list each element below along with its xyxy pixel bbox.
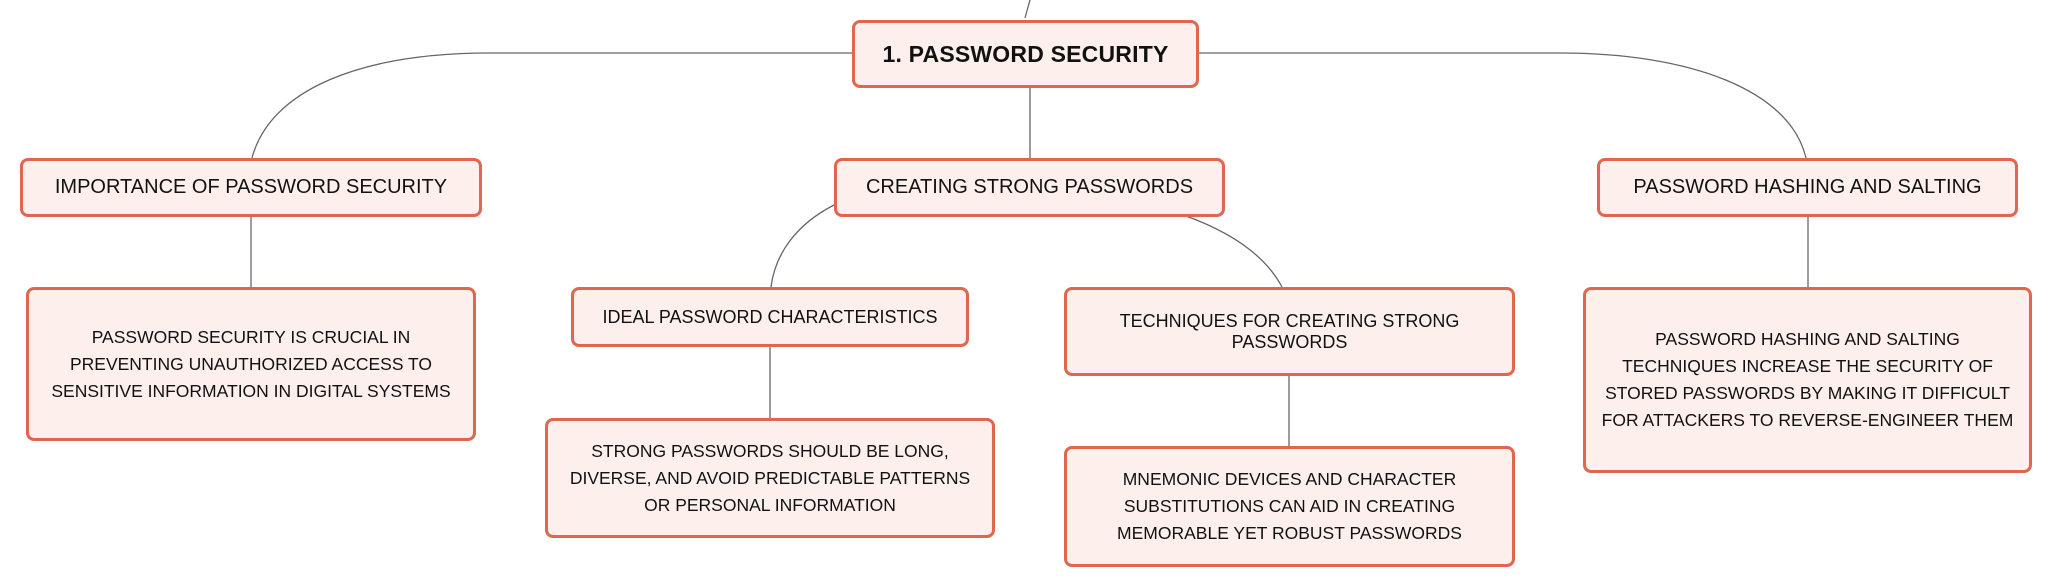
branch-creating-node[interactable]: CREATING STRONG PASSWORDS <box>834 158 1225 217</box>
techniques-detail-node[interactable]: MNEMONIC DEVICES AND CHARACTER SUBSTITUT… <box>1064 446 1515 567</box>
branch-importance-label: IMPORTANCE OF PASSWORD SECURITY <box>54 176 448 198</box>
root-node[interactable]: 1. PASSWORD SECURITY <box>852 20 1199 88</box>
ideal-characteristics-label: IDEAL PASSWORD CHARACTERISTICS <box>602 306 938 327</box>
branch-hashing-label: PASSWORD HASHING AND SALTING <box>1633 176 1982 198</box>
connector-creating-to-techniques <box>1185 215 1283 288</box>
branch-importance-node[interactable]: IMPORTANCE OF PASSWORD SECURITY <box>20 158 482 217</box>
ideal-characteristics-detail-text: STRONG PASSWORDS SHOULD BE LONG, DIVERSE… <box>569 440 971 515</box>
ideal-characteristics-node[interactable]: IDEAL PASSWORD CHARACTERISTICS <box>571 287 969 347</box>
hashing-detail-text: PASSWORD HASHING AND SALTING TECHNIQUES … <box>1601 329 2014 430</box>
connector-root-to-importance <box>251 52 852 159</box>
hashing-detail-node[interactable]: PASSWORD HASHING AND SALTING TECHNIQUES … <box>1583 287 2032 473</box>
importance-detail-text: PASSWORD SECURITY IS CRUCIAL IN PREVENTI… <box>51 326 451 401</box>
techniques-node[interactable]: TECHNIQUES FOR CREATING STRONG PASSWORDS <box>1064 287 1515 376</box>
connector-root-to-hashing <box>1198 52 1807 159</box>
techniques-label: TECHNIQUES FOR CREATING STRONG PASSWORDS <box>1119 310 1460 352</box>
ideal-characteristics-detail-node[interactable]: STRONG PASSWORDS SHOULD BE LONG, DIVERSE… <box>545 418 995 538</box>
connector-creating-to-ideal <box>770 204 835 288</box>
connector-parent-to-root <box>1024 0 1031 19</box>
branch-creating-label: CREATING STRONG PASSWORDS <box>865 176 1194 198</box>
root-node-label: 1. PASSWORD SECURITY <box>882 40 1169 67</box>
techniques-detail-text: MNEMONIC DEVICES AND CHARACTER SUBSTITUT… <box>1117 469 1462 543</box>
branch-hashing-node[interactable]: PASSWORD HASHING AND SALTING <box>1597 158 2018 217</box>
importance-detail-node[interactable]: PASSWORD SECURITY IS CRUCIAL IN PREVENTI… <box>26 287 476 441</box>
